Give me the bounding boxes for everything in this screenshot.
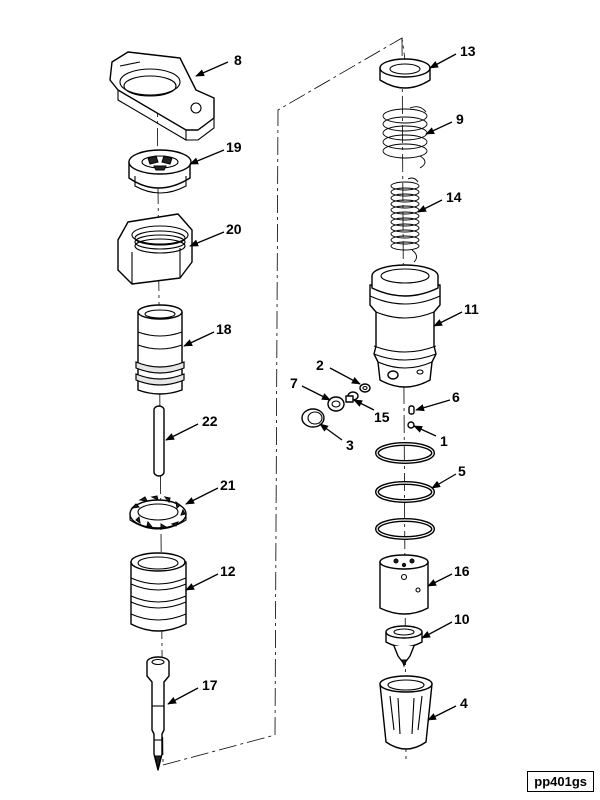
callout-19: 19 xyxy=(226,139,242,155)
callout-7: 7 xyxy=(290,375,298,391)
callout-20: 20 xyxy=(226,221,242,237)
leader-13 xyxy=(429,53,457,69)
callout-18: 18 xyxy=(216,321,232,337)
callout-3: 3 xyxy=(346,437,354,453)
leader-12 xyxy=(185,573,219,591)
leader-14 xyxy=(417,199,443,213)
part-18-barrel xyxy=(135,304,185,395)
part-13-spring-seat xyxy=(379,58,431,89)
part-22-pin xyxy=(153,405,165,477)
part-10-nozzle xyxy=(385,625,423,668)
callout-labels: 8 19 20 18 22 21 12 17 13 9 14 11 2 7 15… xyxy=(202,43,479,711)
part-12-sleeve xyxy=(130,552,187,632)
leader-18 xyxy=(183,331,215,347)
leader-21 xyxy=(185,487,219,505)
callout-1: 1 xyxy=(440,433,448,449)
leader-2 xyxy=(329,367,361,385)
leader-1 xyxy=(413,425,437,437)
alignment-lines xyxy=(156,37,407,766)
callout-21: 21 xyxy=(220,477,236,493)
part-6-dowel xyxy=(408,405,415,415)
part-21-gear-ring xyxy=(129,495,187,530)
part-1-ball xyxy=(407,421,415,429)
leader-16 xyxy=(427,573,453,587)
part-19-lug-nut xyxy=(128,149,192,194)
callout-16: 16 xyxy=(454,563,470,579)
callout-2: 2 xyxy=(316,357,324,373)
part-11-body xyxy=(369,264,441,388)
callout-14: 14 xyxy=(446,189,462,205)
callout-5: 5 xyxy=(458,463,466,479)
callout-8: 8 xyxy=(234,52,242,68)
part-3-cap xyxy=(301,408,325,428)
part-2-washer xyxy=(359,383,371,393)
leader-17 xyxy=(167,687,199,705)
leader-20 xyxy=(189,231,225,247)
leader-10 xyxy=(421,621,453,639)
part-5-o-rings xyxy=(375,442,435,540)
callout-9: 9 xyxy=(456,111,464,127)
part-16-spacer xyxy=(379,554,429,615)
leader-arrows xyxy=(165,53,463,721)
part-14-inner-spring xyxy=(390,177,420,263)
leader-4 xyxy=(427,705,457,721)
leader-7 xyxy=(301,385,331,401)
leader-3 xyxy=(319,423,343,441)
part-4-nozzle-nut xyxy=(379,675,433,750)
leader-8 xyxy=(195,61,229,77)
leader-22 xyxy=(165,423,199,441)
callout-17: 17 xyxy=(202,677,218,693)
leader-6 xyxy=(415,399,451,412)
part-7-disc xyxy=(327,396,345,412)
callout-22: 22 xyxy=(202,413,218,429)
callout-13: 13 xyxy=(460,43,476,59)
part-17-plunger xyxy=(146,656,170,771)
callout-12: 12 xyxy=(220,563,236,579)
callout-10: 10 xyxy=(454,611,470,627)
leader-11 xyxy=(433,311,463,327)
leader-15 xyxy=(353,399,375,411)
leader-9 xyxy=(425,121,453,135)
part-9-outer-spring xyxy=(382,106,428,169)
figure-id-label: pp401gs xyxy=(527,771,594,792)
part-15-valve-screw xyxy=(345,391,359,403)
part-20-hex-nut xyxy=(117,213,193,285)
callout-15: 15 xyxy=(374,409,390,425)
callout-11: 11 xyxy=(464,301,479,317)
leader-5 xyxy=(431,473,457,489)
leader-19 xyxy=(189,149,225,165)
part-8-clamp xyxy=(109,51,215,141)
callout-6: 6 xyxy=(452,389,460,405)
callout-4: 4 xyxy=(460,695,468,711)
